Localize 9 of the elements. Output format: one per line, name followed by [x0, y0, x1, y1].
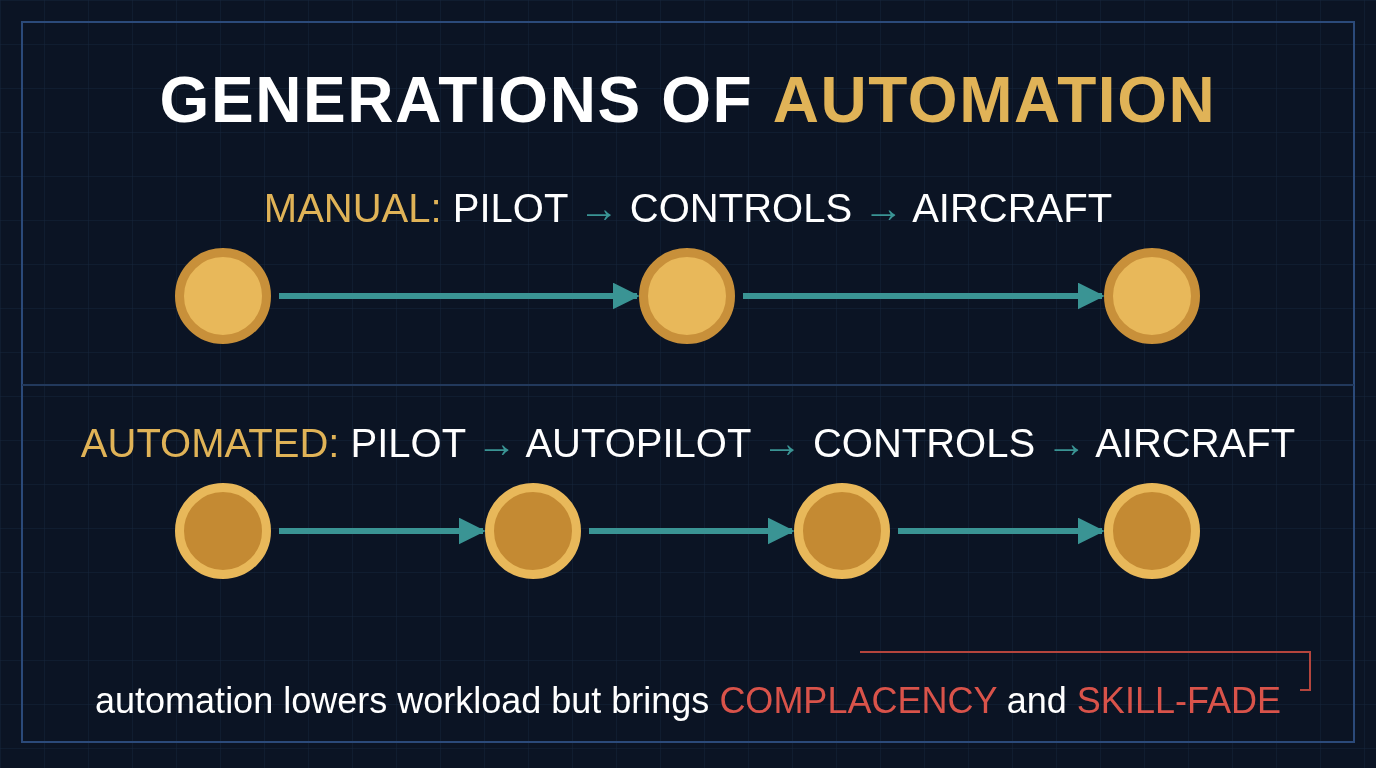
- title: GENERATIONS OF AUTOMATION: [158, 63, 1218, 138]
- flow-heading: AUTOMATED: PILOT → AUTOPILOT → CONTROLS → AIRCRAFT: [80, 420, 1296, 467]
- arrow: [743, 282, 1105, 310]
- arrow: [898, 517, 1105, 545]
- flow-heading: MANUAL: PILOT → CONTROLS → AIRCRAFT: [263, 185, 1113, 232]
- arrow: [589, 517, 795, 545]
- arrow: [279, 282, 640, 310]
- arrow: [279, 517, 486, 545]
- note-text: automation lowers workload but brings COMPLACENCY and SKILL-FADE: [95, 679, 1281, 723]
